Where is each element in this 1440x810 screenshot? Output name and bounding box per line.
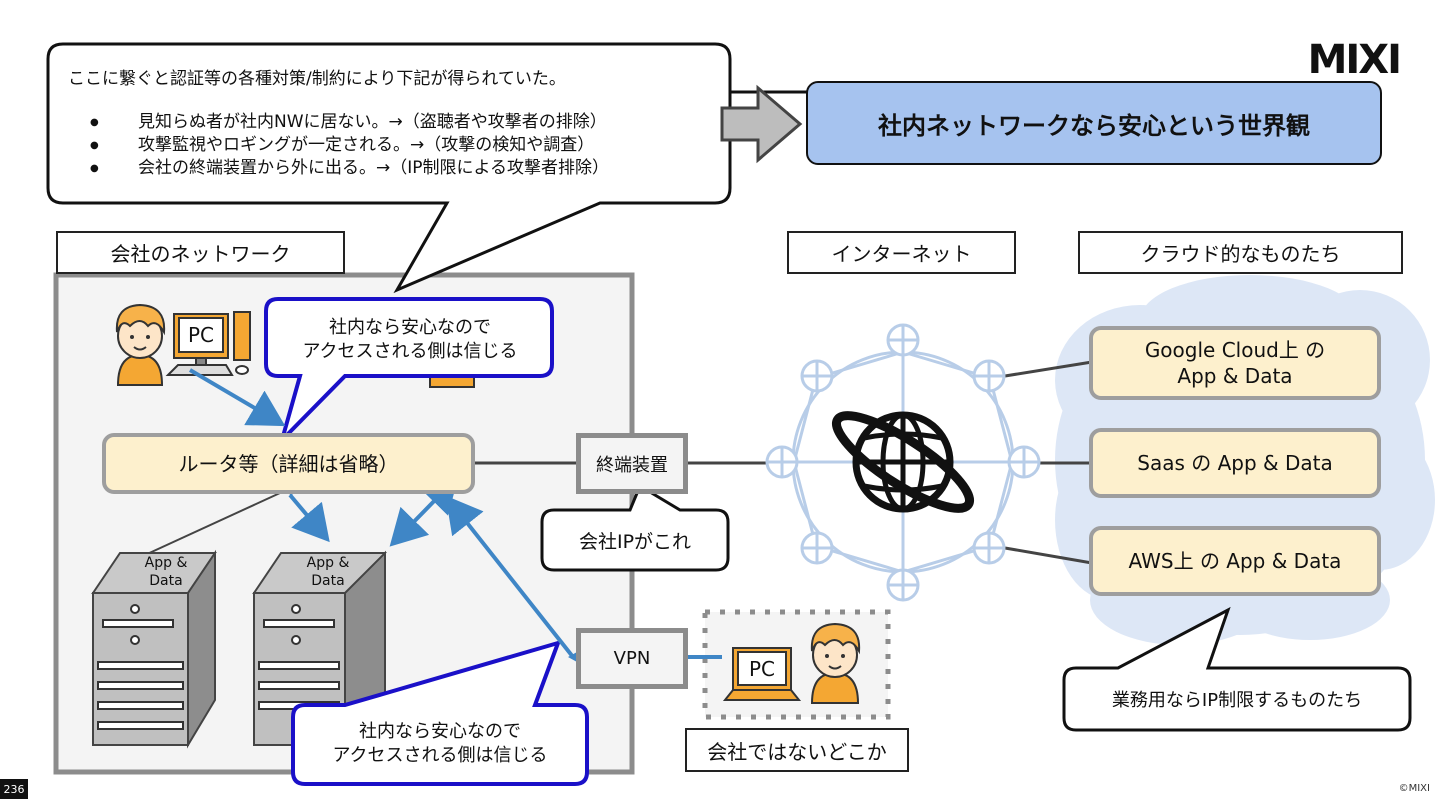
headline-text: 社内ネットワークなら安心という世界観 (878, 111, 1310, 140)
copyright: ©MIXI (1398, 783, 1430, 794)
page-number: 236 (0, 779, 28, 799)
cloud-item-aws: AWS上 の App & Data (1089, 526, 1381, 596)
headline-box: 社内ネットワークなら安心という世界観 (806, 81, 1382, 165)
office-pc-label: PC (187, 323, 215, 347)
cloud-item-aws-label: AWS上 の App & Data (1128, 549, 1342, 573)
internet-globe-ring (765, 323, 1041, 602)
ip-restriction-text: 業務用ならIP制限するものたち (1111, 690, 1363, 711)
terminal-device-label: 終端装置 (596, 454, 668, 476)
router-box: ルータ等（詳細は省略） (102, 433, 475, 494)
internet-to-aws-line (1004, 546, 1093, 565)
top-callout-bullet: 会社の終端装置から外に出る。→（IP制限による攻撃者排除） (68, 157, 728, 180)
office-person-icon (115, 303, 166, 386)
vpn-label: VPN (613, 648, 651, 669)
cloud-item-saas-label: Saas の App & Data (1137, 451, 1333, 475)
remote-person-icon (810, 622, 861, 704)
remote-location-label: 会社ではないどこか (685, 728, 909, 772)
remote-laptop-icon (722, 647, 802, 701)
internet-to-gcp-line (1004, 360, 1093, 378)
vpn-box: VPN (576, 628, 688, 689)
router-to-server1-line (144, 492, 281, 556)
top-callout-bullet: 見知らぬ者が社内NWに居ない。→（盗聴者や攻撃者の排除） (68, 111, 728, 134)
server-2-label: App & Data (306, 555, 350, 589)
remote-pc-label: PC (748, 656, 776, 681)
trust-callout-2-text: 社内なら安心なので アクセスされる側は信じる (332, 721, 548, 767)
cloud-item-gcp: Google Cloud上 の App & Data (1089, 326, 1381, 400)
trust-callout-1-bubble (264, 297, 554, 442)
terminal-note-text: 会社IPがこれ (578, 530, 692, 553)
mixi-logo-text: MIXI (1307, 37, 1402, 83)
cloud-label: クラウド的なものたち (1078, 231, 1403, 274)
terminal-note-bubble (540, 483, 730, 572)
globe-icon (831, 411, 975, 513)
office-pc-icon (165, 311, 251, 376)
internet-label: インターネット (787, 231, 1016, 274)
trust-callout-2-bubble (291, 639, 589, 786)
top-callout-bullet: 攻撃監視やロギングが一定される。→（攻撃の検知や調査） (68, 134, 728, 157)
server-1-icon (91, 549, 217, 749)
right-arrow-icon (720, 84, 803, 164)
terminal-device-box: 終端装置 (576, 433, 688, 494)
company-network-label: 会社のネットワーク (56, 231, 345, 274)
router-label: ルータ等（詳細は省略） (178, 451, 399, 476)
top-callout-bullets: 見知らぬ者が社内NWに居ない。→（盗聴者や攻撃者の排除） 攻撃監視やロギングが一… (68, 111, 728, 180)
top-callout-intro: ここに繋ぐと認証等の各種対策/制約により下記が得られていた。 (68, 69, 566, 89)
cloud-item-saas: Saas の App & Data (1089, 428, 1381, 498)
mixi-logo: MIXI (1307, 37, 1402, 83)
cloud-item-gcp-label: Google Cloud上 の App & Data (1144, 338, 1326, 388)
ip-restriction-bubble (1062, 606, 1412, 732)
server-1-label: App & Data (144, 555, 188, 589)
trust-callout-1-text: 社内なら安心なので アクセスされる側は信じる (302, 317, 518, 363)
